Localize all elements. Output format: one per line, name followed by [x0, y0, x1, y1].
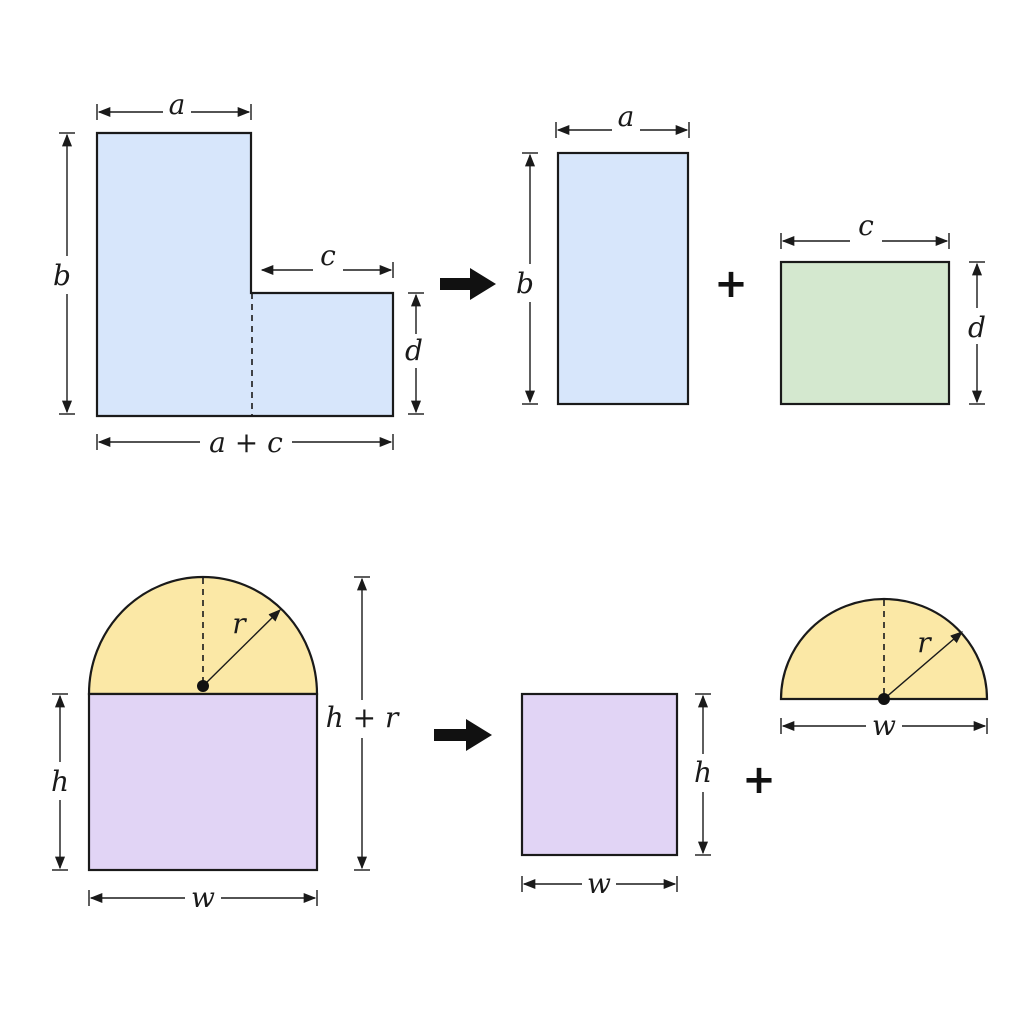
- label-h: h: [51, 765, 69, 798]
- label-b2: b: [516, 267, 534, 300]
- rect-c-by-d: c d: [779, 209, 986, 406]
- plus-sign-top: +: [714, 261, 748, 307]
- rect-w-by-h: h w: [520, 692, 712, 900]
- label-r2: r: [917, 626, 932, 659]
- label-a-plus-c: a + c: [209, 426, 283, 459]
- composite-center-dot: [197, 680, 209, 692]
- rect-ab-shape: [556, 151, 690, 406]
- semicircle-center-dot: [878, 693, 890, 705]
- rect-wh-shape: [520, 692, 679, 857]
- label-a2: a: [618, 100, 635, 133]
- label-c: c: [320, 239, 336, 272]
- label-a: a: [169, 88, 186, 121]
- label-d2: d: [968, 311, 986, 344]
- semicircle-w: r w: [779, 597, 989, 742]
- l-shape: [95, 131, 395, 418]
- semicircle-radius-line: [883, 631, 963, 700]
- label-c2: c: [858, 209, 874, 242]
- label-b: b: [53, 259, 71, 292]
- arched-composite: r h h + r w: [51, 575, 400, 914]
- label-h-plus-r: h + r: [326, 701, 400, 734]
- right-arrow-icon: [440, 268, 496, 300]
- rect-a-by-b: a b: [516, 100, 690, 406]
- composite-rect-bottom: [87, 692, 319, 872]
- label-w: w: [191, 881, 215, 914]
- label-d: d: [405, 334, 423, 367]
- composite-radius-line: [202, 609, 281, 687]
- label-w2: w: [587, 867, 611, 900]
- label-w3: w: [872, 709, 896, 742]
- label-r: r: [232, 607, 247, 640]
- plus-sign-bottom: +: [742, 757, 776, 803]
- label-h2: h: [694, 756, 712, 789]
- rect-cd-shape: [779, 260, 951, 406]
- right-arrow-icon: [434, 719, 492, 751]
- l-shape-composite: a b c d a + c: [53, 88, 424, 459]
